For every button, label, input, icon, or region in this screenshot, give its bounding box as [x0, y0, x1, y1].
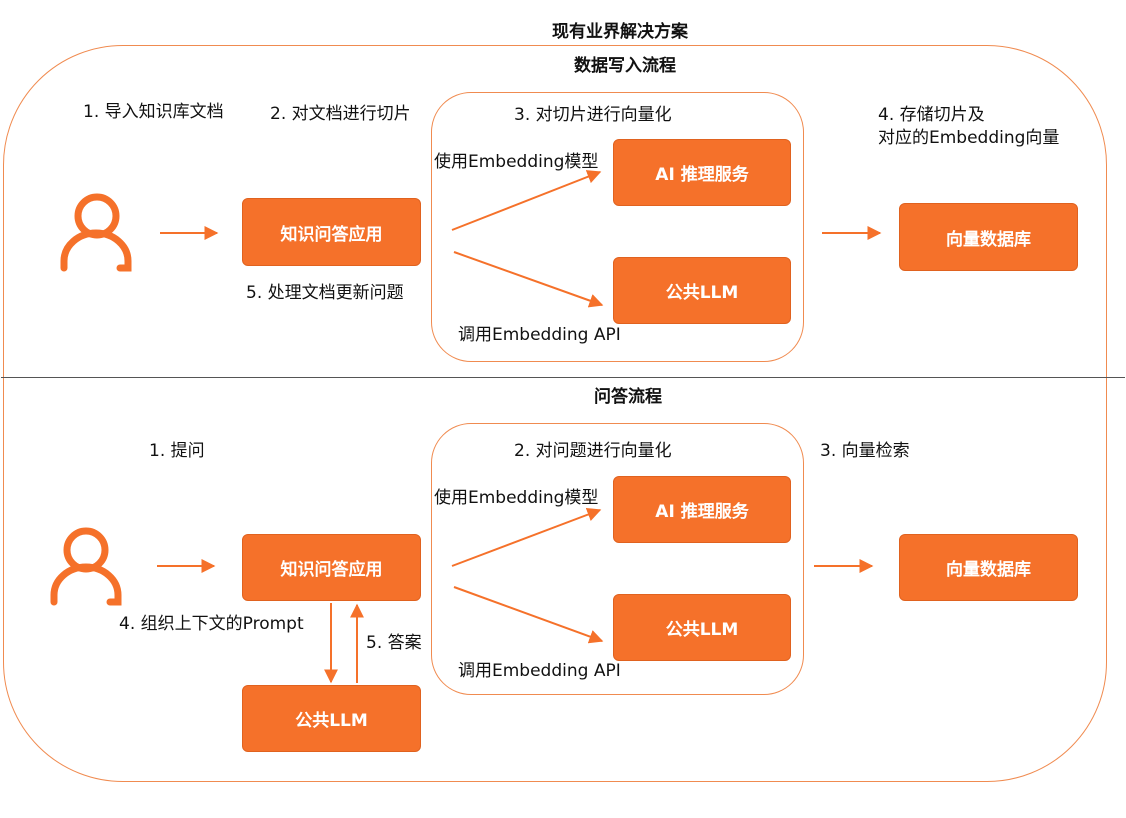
outer-frame [3, 45, 1107, 782]
write-step4-label-line1: 4. 存储切片及 [878, 105, 985, 125]
arrow-app-to-llm-write [453, 251, 604, 308]
qa-use-model-label: 使用Embedding模型 [434, 488, 599, 508]
qa-step4-label: 4. 组织上下文的Prompt [119, 614, 304, 634]
write-flow-title: 数据写入流程 [574, 56, 676, 76]
qa-public-llm-box: 公共LLM [613, 594, 791, 661]
write-call-api-label: 调用Embedding API [458, 325, 621, 345]
qa-step1-label: 1. 提问 [149, 441, 205, 461]
vectorize-frame-write [431, 92, 804, 362]
write-ai-service-box: AI 推理服务 [613, 139, 791, 206]
qa-step5-label: 5. 答案 [366, 633, 422, 653]
user-icon [50, 527, 122, 606]
user-icon [60, 193, 132, 272]
write-step1-label: 1. 导入知识库文档 [83, 102, 224, 122]
write-vector-db-box: 向量数据库 [899, 203, 1078, 271]
write-step2-label: 2. 对文档进行切片 [270, 104, 411, 124]
qa-answer-llm-box: 公共LLM [242, 685, 421, 752]
write-use-model-label: 使用Embedding模型 [434, 152, 599, 172]
write-step3-label: 3. 对切片进行向量化 [514, 105, 672, 125]
write-app-box: 知识问答应用 [242, 198, 421, 266]
qa-call-api-label: 调用Embedding API [458, 661, 621, 681]
qa-ai-service-box: AI 推理服务 [613, 476, 791, 543]
arrow-app-to-ai-write [451, 170, 602, 231]
qa-vector-db-box: 向量数据库 [899, 534, 1078, 601]
write-step5-label: 5. 处理文档更新问题 [246, 283, 404, 303]
arrow-app-to-ai-qa [451, 507, 602, 567]
vectorize-frame-qa [431, 423, 804, 695]
qa-step2-label: 2. 对问题进行向量化 [514, 441, 672, 461]
qa-app-box: 知识问答应用 [242, 534, 421, 601]
page-title: 现有业界解决方案 [552, 22, 688, 42]
arrow-app-to-llm-qa [453, 586, 604, 644]
write-step4-label-line2: 对应的Embedding向量 [878, 128, 1060, 148]
write-public-llm-box: 公共LLM [613, 257, 791, 324]
qa-flow-title: 问答流程 [594, 387, 662, 407]
qa-step3-label: 3. 向量检索 [820, 441, 910, 461]
section-divider [1, 377, 1125, 378]
